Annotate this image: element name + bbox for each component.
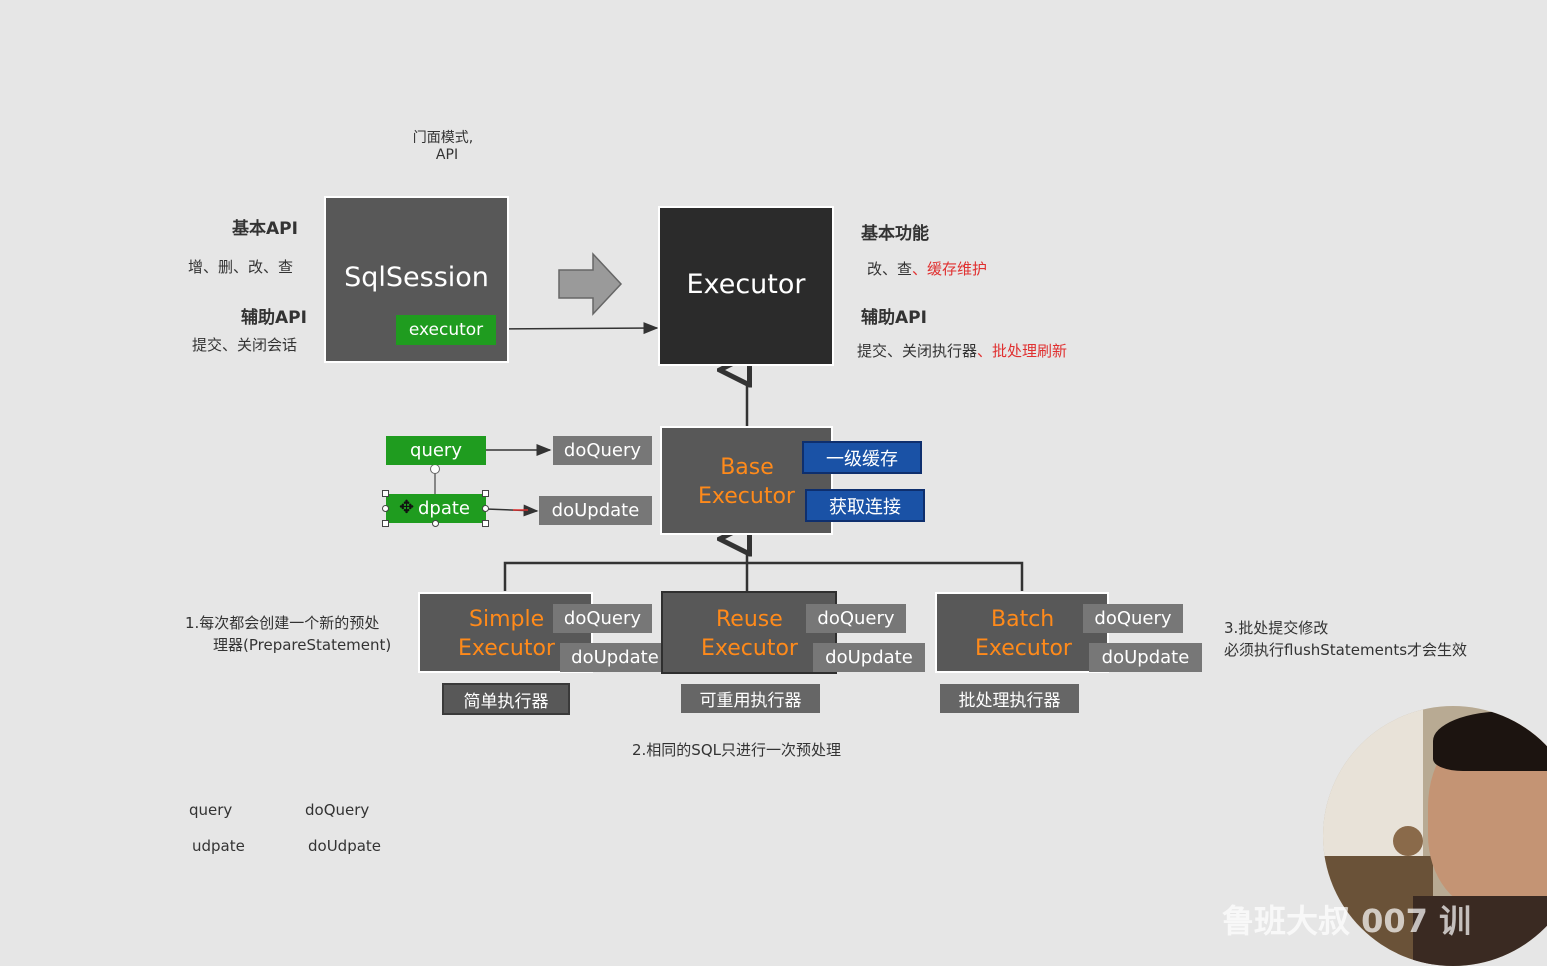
base-executor-line2: Executor (698, 484, 795, 509)
batch-executor-line1: Batch (991, 607, 1055, 632)
first-level-cache-box[interactable]: 一级缓存 (802, 441, 922, 474)
batch-doupdate-box[interactable]: doUpdate (1089, 643, 1202, 672)
aux-function-title: 辅助API (861, 308, 927, 328)
reuse-doupdate-box[interactable]: doUpdate (813, 643, 925, 672)
basic-api-items: 增、删、改、查 (188, 258, 294, 276)
simple-executor-caption: 简单执行器 (442, 683, 570, 715)
aux-function-items: 提交、关闭执行器、批处理刷新 (857, 340, 1067, 361)
basic-function-title: 基本功能 (861, 224, 929, 244)
batch-doquery-box[interactable]: doQuery (1083, 604, 1183, 633)
batch-executor-line2: Executor (975, 636, 1072, 661)
bottom-doquery: doQuery (305, 801, 370, 819)
batch-note-line1: 3.批处提交修改 (1224, 619, 1329, 637)
reuse-executor-line2: Executor (701, 636, 798, 661)
basic-function-items: 改、查、缓存维护 (867, 258, 987, 279)
batch-executor-caption: 批处理执行器 (940, 684, 1079, 713)
sqlsession-title: SqlSession (344, 262, 489, 293)
watermark: 鲁班大叔 007 训 (1222, 902, 1472, 940)
bottom-update: udpate (192, 837, 245, 855)
query-method-box[interactable]: query (386, 436, 486, 465)
simple-note-line1: 1.每次都会创建一个新的预处 (185, 614, 380, 632)
batch-note-line2: 必须执行flushStatements才会生效 (1224, 641, 1468, 659)
basic-function-extra: 、缓存维护 (912, 260, 988, 278)
reuse-executor-caption: 可重用执行器 (681, 684, 820, 713)
simple-doquery-box[interactable]: doQuery (553, 604, 652, 633)
basic-api-title: 基本API (232, 219, 298, 239)
big-arrow-icon (558, 252, 623, 316)
facade-note-line2: API (435, 147, 459, 163)
simple-executor-line1: Simple (469, 607, 545, 632)
executor-box[interactable]: Executor (658, 206, 834, 366)
doquery-method-box[interactable]: doQuery (553, 436, 652, 465)
executor-title: Executor (686, 269, 806, 300)
aux-function-extra: 、批处理刷新 (977, 342, 1068, 360)
base-executor-line1: Base (720, 455, 774, 480)
update-to-doupdate-arrow (485, 504, 539, 517)
aux-api-title: 辅助API (241, 308, 307, 328)
sqlsession-executor-field[interactable]: executor (396, 315, 496, 345)
aux-function-main: 提交、关闭执行器 (857, 342, 978, 360)
get-connection-box[interactable]: 获取连接 (805, 489, 925, 522)
bottom-doupdate: doUdpate (308, 837, 382, 855)
basic-function-main: 改、查 (867, 260, 913, 278)
update-method-label: dpate (417, 498, 470, 519)
simple-executor-line2: Executor (458, 636, 555, 661)
bottom-query: query (189, 801, 233, 819)
doupdate-method-box[interactable]: doUpdate (539, 496, 652, 525)
move-cursor-icon: ✥ (399, 497, 415, 518)
session-to-executor-arrow (496, 322, 659, 335)
simple-note-line2: 理器(PrepareStatement) (213, 636, 392, 654)
update-method-box[interactable]: dpate (386, 494, 486, 523)
aux-api-items: 提交、关闭会话 (192, 336, 298, 354)
reuse-executor-line1: Reuse (716, 607, 783, 632)
subclass-branch-line (503, 561, 1024, 591)
sqlsession-box[interactable]: SqlSession executor (324, 196, 509, 363)
reuse-doquery-box[interactable]: doQuery (806, 604, 906, 633)
reuse-note: 2.相同的SQL只进行一次预处理 (632, 741, 841, 759)
simple-doupdate-box[interactable]: doUpdate (560, 643, 670, 672)
facade-note-line1: 门面模式, (412, 130, 474, 146)
batch-executor-box[interactable]: Batch Executor (935, 592, 1109, 673)
